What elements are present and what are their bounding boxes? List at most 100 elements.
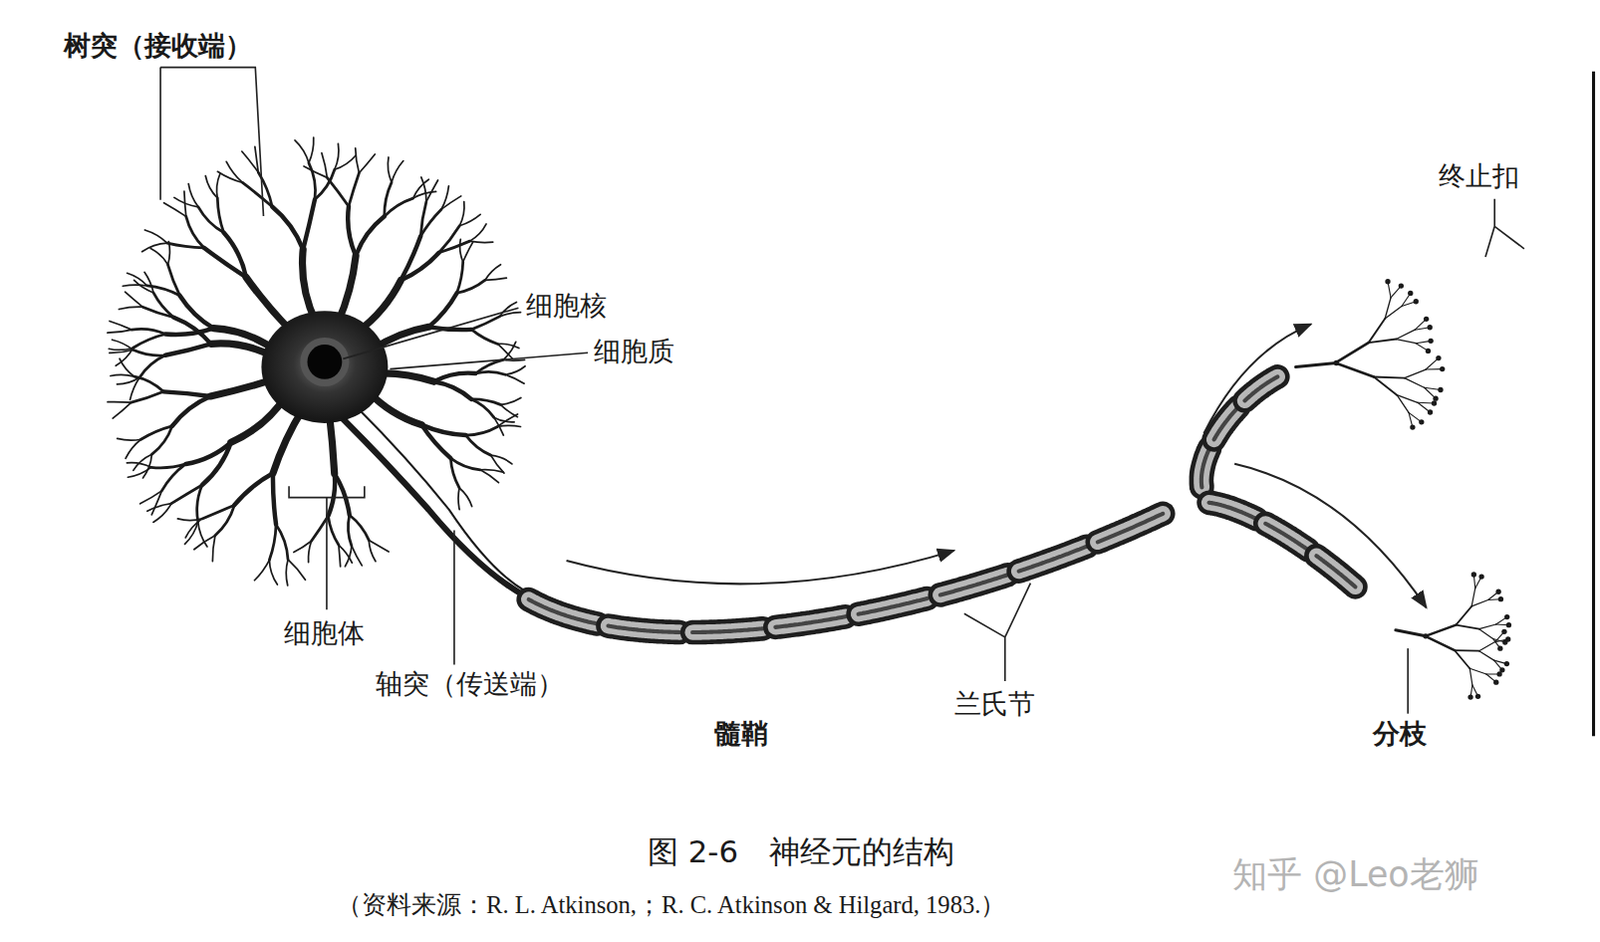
- branch: [303, 166, 327, 178]
- branch: [497, 425, 521, 427]
- branch: [334, 143, 339, 170]
- branch: [459, 202, 465, 227]
- myelin-segment-line: [1244, 376, 1278, 401]
- myelin-segment: [1097, 514, 1164, 543]
- branch: [426, 180, 439, 203]
- branch: [311, 516, 329, 541]
- branch: [141, 426, 173, 440]
- myelin-segment-inner: [529, 599, 598, 624]
- branch: [142, 243, 168, 253]
- myelin-segment-inner: [692, 628, 764, 633]
- branch: [327, 516, 339, 545]
- branch: [144, 271, 154, 293]
- branch: [505, 366, 526, 375]
- branch: [400, 253, 439, 281]
- terminal-branch: [1455, 625, 1479, 630]
- terminal-button: [1437, 387, 1443, 393]
- branch: [302, 250, 316, 323]
- terminal-button: [1506, 622, 1512, 628]
- branch: [347, 515, 352, 546]
- myelin-segment-line: [1214, 407, 1239, 441]
- branch: [391, 161, 404, 184]
- terminal-button: [1475, 694, 1481, 700]
- branch: [217, 171, 243, 183]
- branch: [460, 239, 464, 263]
- terminal-button: [1409, 424, 1415, 430]
- terminal-button: [1427, 409, 1433, 415]
- branch: [285, 559, 288, 586]
- branch: [355, 216, 385, 257]
- branch: [173, 317, 211, 345]
- part-label: 树突（接收端）: [63, 30, 253, 62]
- terminal-button: [1435, 355, 1441, 361]
- branch: [466, 426, 499, 436]
- part-label: 细胞核: [526, 290, 607, 322]
- terminal-button: [1423, 316, 1429, 322]
- branch: [457, 262, 464, 293]
- terminal-button: [1505, 636, 1511, 642]
- myelin-segment-line: [1097, 514, 1164, 543]
- branch: [428, 292, 457, 327]
- myelin-segment-inner: [1316, 555, 1355, 587]
- watermark: 知乎 @Leo老狮: [1232, 854, 1479, 895]
- branch: [470, 224, 487, 242]
- myelin-segment: [692, 628, 764, 633]
- branch: [355, 148, 360, 174]
- branch: [205, 176, 218, 199]
- myelin-segment-inner: [1201, 448, 1210, 488]
- terminal-branch: [1479, 629, 1494, 640]
- myelin-segment-inner: [607, 626, 680, 633]
- branch: [480, 470, 499, 484]
- branch: [441, 196, 462, 210]
- terminal-branch: [1404, 378, 1425, 389]
- terminal-branch: [1454, 649, 1480, 652]
- terminal-button: [1427, 324, 1433, 330]
- branch: [185, 522, 199, 544]
- page-border: [1592, 71, 1596, 738]
- terminal-button: [1418, 419, 1424, 425]
- branch: [272, 408, 303, 474]
- branch: [258, 172, 272, 207]
- myelin-segment-line: [1019, 546, 1087, 572]
- myelin-segment-inner: [1209, 503, 1258, 520]
- myelin-segment-line: [529, 599, 598, 624]
- terminal-button: [1478, 573, 1484, 579]
- terminal-button: [1432, 396, 1438, 402]
- part-label: 细胞质: [593, 336, 675, 368]
- cell-body: [261, 310, 388, 424]
- branch: [133, 454, 153, 471]
- branch: [433, 381, 472, 400]
- myelin-segment-line: [607, 626, 680, 633]
- branch: [503, 341, 517, 360]
- branch: [272, 473, 276, 525]
- branch: [226, 161, 243, 183]
- branch: [387, 157, 392, 183]
- terminal-branch: [1479, 651, 1495, 661]
- branch: [188, 184, 199, 208]
- branch: [459, 214, 481, 226]
- signal-arrows: [566, 324, 1427, 609]
- branch: [413, 191, 437, 199]
- branch: [485, 277, 508, 280]
- branch: [450, 458, 481, 471]
- myelin-segment: [858, 598, 928, 615]
- terminal-branch: [1395, 630, 1426, 637]
- terminal-button: [1497, 645, 1503, 651]
- branch: [368, 539, 389, 552]
- branch: [165, 343, 212, 355]
- branch: [293, 540, 312, 552]
- branch: [459, 488, 473, 508]
- myelin-segment: [607, 626, 680, 633]
- branch: [326, 177, 349, 207]
- branch: [302, 199, 315, 250]
- branch: [132, 349, 166, 356]
- branch: [119, 358, 135, 377]
- terminal-branch: [1396, 395, 1409, 414]
- branch: [348, 173, 359, 207]
- terminal-branch: [1373, 377, 1397, 396]
- terminal-branch: [1479, 624, 1497, 630]
- terminal-button: [1431, 400, 1437, 406]
- part-label: 分枝: [1372, 719, 1427, 751]
- branch: [202, 505, 235, 520]
